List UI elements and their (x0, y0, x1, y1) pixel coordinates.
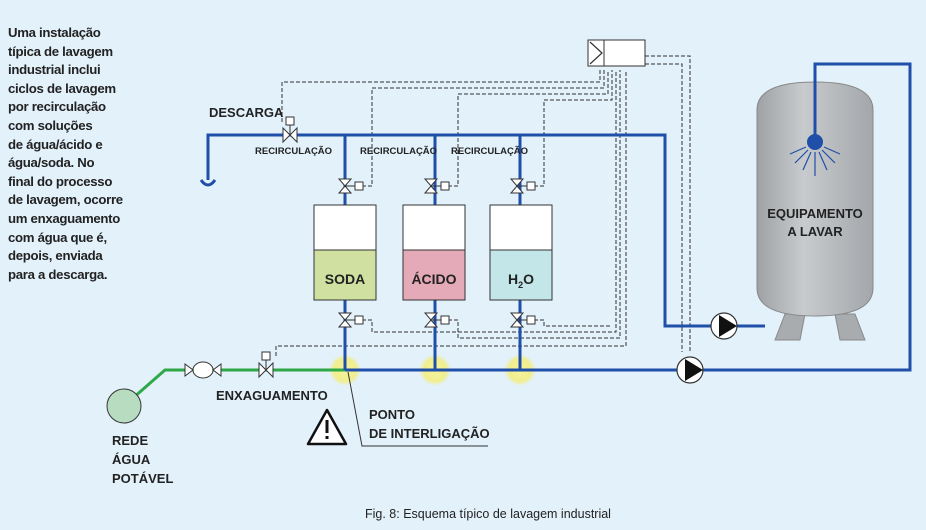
label-enxaguamento: ENXAGUAMENTO (216, 388, 328, 403)
intro-text: Uma instalação típica de lavagem industr… (8, 25, 123, 282)
valve-enxaguamento (258, 351, 274, 379)
control-signal-lines (275, 55, 691, 356)
potable-water-line (106, 361, 345, 424)
check-valve-icon (184, 361, 222, 379)
pump-return-icon (710, 312, 738, 340)
water-supply-circle (106, 388, 142, 424)
label-interligacao: DE INTERLIGAÇÃO (369, 426, 490, 441)
label-recirculacao-3: RECIRCULAÇÃO (451, 146, 528, 157)
tank-label-h2o: H2O (508, 271, 534, 290)
equipment-vessel: EQUIPAMENTO A LAVAR (756, 64, 874, 341)
tank-label-acido: ÁCIDO (411, 271, 456, 287)
tank-acido: ÁCIDO (402, 204, 466, 301)
tank-valves (337, 178, 536, 328)
valve-descarga (282, 116, 298, 144)
tank-soda: SODA (313, 204, 377, 301)
ponto-interligacao-callout: PONTO DE INTERLIGAÇÃO (306, 371, 490, 447)
spray-nozzle-icon (807, 134, 823, 150)
label-potavel: POTÁVEL (112, 471, 173, 486)
label-recirculacao-2: RECIRCULAÇÃO (360, 146, 437, 157)
pump-supply-icon (676, 356, 704, 384)
label-agua: ÁGUA (112, 452, 151, 467)
drain-funnel-icon (199, 179, 217, 187)
label-rede: REDE (112, 433, 148, 448)
spray-icon (789, 146, 841, 176)
equipment-label-line1: EQUIPAMENTO (767, 206, 863, 221)
tank-agua: H2O (489, 204, 553, 301)
label-descarga: DESCARGA (209, 105, 284, 120)
label-ponto: PONTO (369, 407, 415, 422)
equipment-label-line2: A LAVAR (787, 224, 843, 239)
controller-box (587, 39, 646, 67)
warning-icon (306, 408, 348, 446)
figure-caption: Fig. 8: Esquema típico de lavagem indust… (365, 507, 611, 521)
label-recirculacao-1: RECIRCULAÇÃO (255, 146, 332, 157)
tank-label-soda: SODA (325, 271, 365, 287)
